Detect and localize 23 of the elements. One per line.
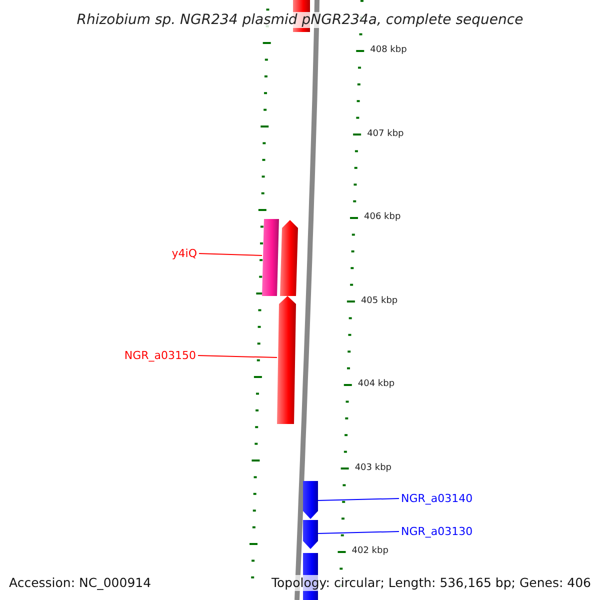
scale-label: 405 kbp: [360, 296, 398, 306]
gene-feature: [262, 219, 279, 296]
gene-feature: [303, 481, 318, 519]
scale-label: 407 kbp: [367, 128, 404, 140]
scale-label: 403 kbp: [354, 462, 392, 474]
gene-label: NGR_a03130: [401, 525, 473, 538]
footer-text: Accession: NC_000914: [9, 575, 152, 591]
gene-feature: [280, 220, 298, 296]
gene-label: y4iQ: [172, 247, 197, 260]
scale-label: 406 kbp: [364, 212, 401, 223]
footer-text: Topology: circular; Length: 536,165 bp; Genes: 406: [272, 575, 591, 591]
leader-line: [198, 355, 278, 358]
gene-feature: [303, 520, 318, 549]
scale-label: 402 kbp: [352, 546, 388, 557]
leader-line: [198, 253, 262, 256]
gene-label: NGR_a03150: [124, 349, 196, 362]
scale-label: 408 kbp: [370, 45, 407, 56]
scale-label: 404 kbp: [358, 379, 395, 390]
gene-feature: [277, 296, 296, 424]
leader-line: [318, 498, 400, 501]
gene-label: NGR_a03140: [401, 492, 473, 505]
title: Rhizobium sp. NGR234 plasmid pNGR234a, complete sequence: [74, 12, 526, 28]
leader-line: [318, 531, 400, 534]
